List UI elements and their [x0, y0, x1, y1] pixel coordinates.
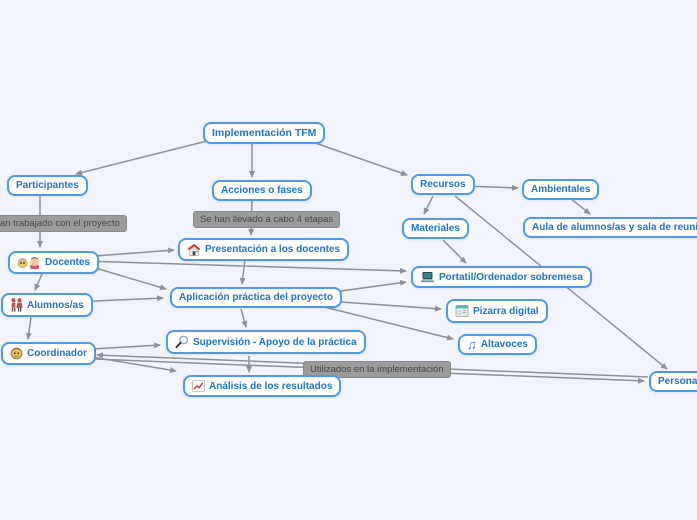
node-presentacion-docentes[interactable]: Presentación a los docentes — [178, 238, 350, 261]
coordinator-icon — [10, 347, 23, 360]
node-participantes[interactable]: Participantes — [7, 175, 88, 196]
node-ambientales[interactable]: Ambientales — [522, 179, 600, 200]
node-personales[interactable]: Personales — [649, 371, 697, 392]
node-label: Docentes — [45, 257, 91, 268]
node-pizarra[interactable]: Pizarra digital — [446, 299, 548, 323]
node-label: Implementación TFM — [212, 127, 317, 139]
node-label: Aula de alumnos/as y sala de reuniones — [532, 222, 697, 233]
node-label: Acciones o fases — [221, 185, 303, 196]
node-aula[interactable]: Aula de alumnos/as y sala de reuniones — [523, 217, 697, 238]
node-label: Análisis de los resultados — [209, 380, 333, 392]
node-label: Ambientales — [531, 184, 591, 195]
node-docentes[interactable]: Docentes — [8, 251, 100, 274]
node-label: Recursos — [420, 179, 466, 190]
teachers-icon — [17, 256, 41, 269]
laptop-icon — [420, 271, 435, 283]
node-acciones-o-fases[interactable]: Acciones o fases — [212, 180, 312, 201]
note-participantes: Han trabajado con el proyecto — [0, 215, 127, 232]
node-altavoces[interactable]: ♫ Altavoces — [458, 334, 537, 355]
node-analisis-resultados[interactable]: Análisis de los resultados — [183, 375, 342, 397]
node-label: Presentación a los docentes — [205, 244, 341, 255]
magnifier-icon — [175, 335, 189, 349]
node-label: Alumnos/as — [27, 299, 84, 311]
node-aplicacion-practica[interactable]: Aplicación práctica del proyecto — [170, 287, 342, 308]
whiteboard-icon — [455, 304, 469, 318]
node-label: Participantes — [16, 180, 79, 191]
node-portatil[interactable]: Portatil/Ordenador sobremesa — [411, 266, 592, 288]
node-label: Materiales — [411, 223, 460, 234]
node-supervision[interactable]: Supervisión - Apoyo de la práctica — [166, 330, 366, 354]
node-label: Coordinador — [27, 348, 87, 359]
node-label: Pizarra digital — [473, 305, 539, 317]
node-recursos[interactable]: Recursos — [411, 174, 475, 195]
note-recursos: Utilizados en la implementación — [303, 361, 451, 378]
node-label: Personales — [658, 376, 697, 387]
students-icon — [10, 298, 23, 312]
node-materiales[interactable]: Materiales — [402, 218, 469, 239]
node-coordinador[interactable]: Coordinador — [1, 342, 96, 365]
node-label: Supervisión - Apoyo de la práctica — [193, 336, 357, 348]
node-alumnos[interactable]: Alumnos/as — [1, 293, 93, 317]
note-fases: Se han llevado a cabo 4 etapas — [193, 211, 341, 228]
node-label: Portatil/Ordenador sobremesa — [439, 271, 583, 283]
node-label: Aplicación práctica del proyecto — [179, 292, 333, 303]
node-label: Altavoces — [480, 339, 528, 350]
house-icon — [187, 243, 201, 256]
chart-icon — [192, 380, 205, 392]
node-implementacion-tfm[interactable]: Implementación TFM — [203, 122, 326, 144]
